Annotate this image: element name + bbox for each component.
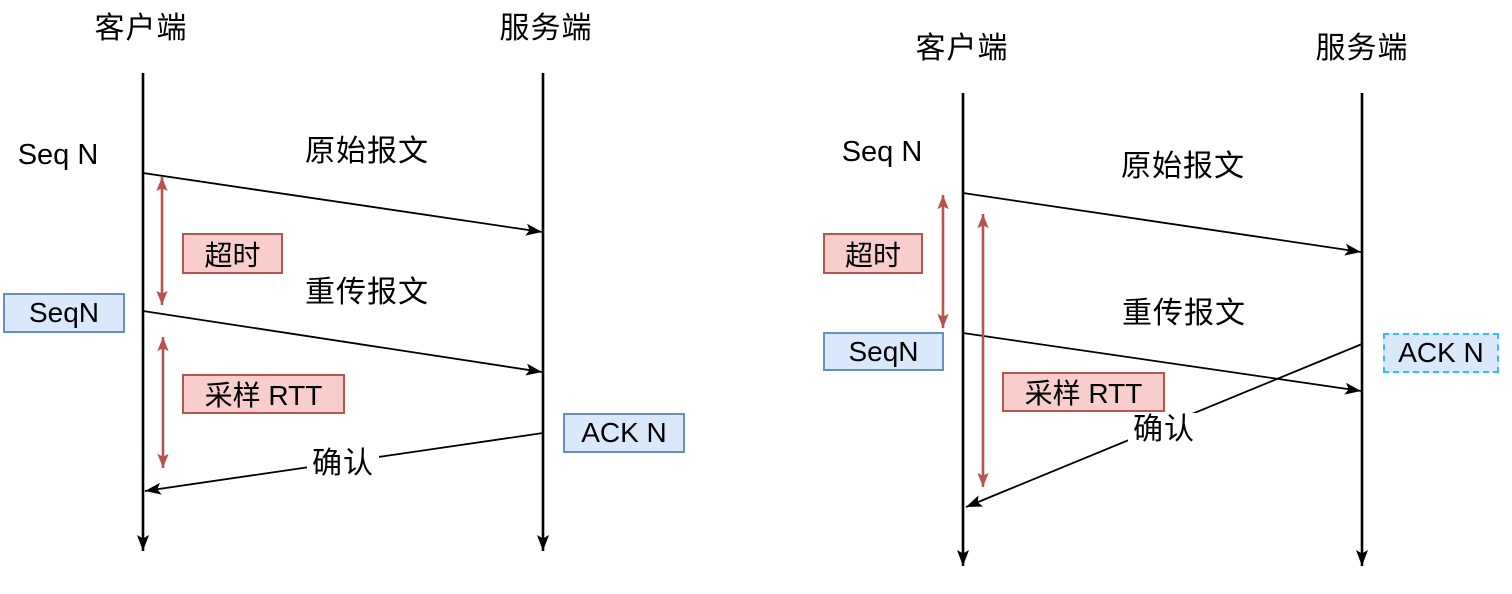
left-retransmit-message-arrow: [142, 310, 543, 376]
left-timeout-box: 超时: [182, 233, 283, 274]
right-retransmit-msg-label: 重传报文: [1122, 297, 1246, 330]
right-ack-msg-label: 确认: [1128, 413, 1200, 448]
right-retransmit-message-arrow: [962, 332, 1362, 395]
left-client-title: 客户端: [94, 12, 188, 45]
right-timeout-box: 超时: [823, 233, 923, 274]
right-original-msg-label: 原始报文: [1121, 150, 1245, 183]
left-seq-n-note: Seq N: [17, 139, 99, 171]
left-ack-msg-label: 确认: [307, 447, 379, 482]
right-seq-n-note: Seq N: [841, 136, 923, 168]
right-server-title: 服务端: [1315, 32, 1409, 65]
right-original-message-arrow: [962, 192, 1362, 256]
right-client-title: 客户端: [915, 32, 1009, 65]
left-retransmit-msg-label: 重传报文: [305, 276, 429, 309]
left-original-message-arrow: [142, 172, 543, 236]
right-seqn-box: SeqN: [823, 332, 944, 371]
left-seqn-box: SeqN: [3, 293, 125, 333]
left-server-title: 服务端: [499, 12, 593, 45]
right-ack-n-box-selected: ACK N: [1383, 333, 1499, 373]
left-ack-n-box: ACK N: [563, 413, 685, 453]
right-sample-rtt-box: 采样 RTT: [1002, 372, 1165, 412]
left-original-msg-label: 原始报文: [305, 135, 429, 168]
left-sample-rtt-box: 采样 RTT: [182, 374, 345, 414]
